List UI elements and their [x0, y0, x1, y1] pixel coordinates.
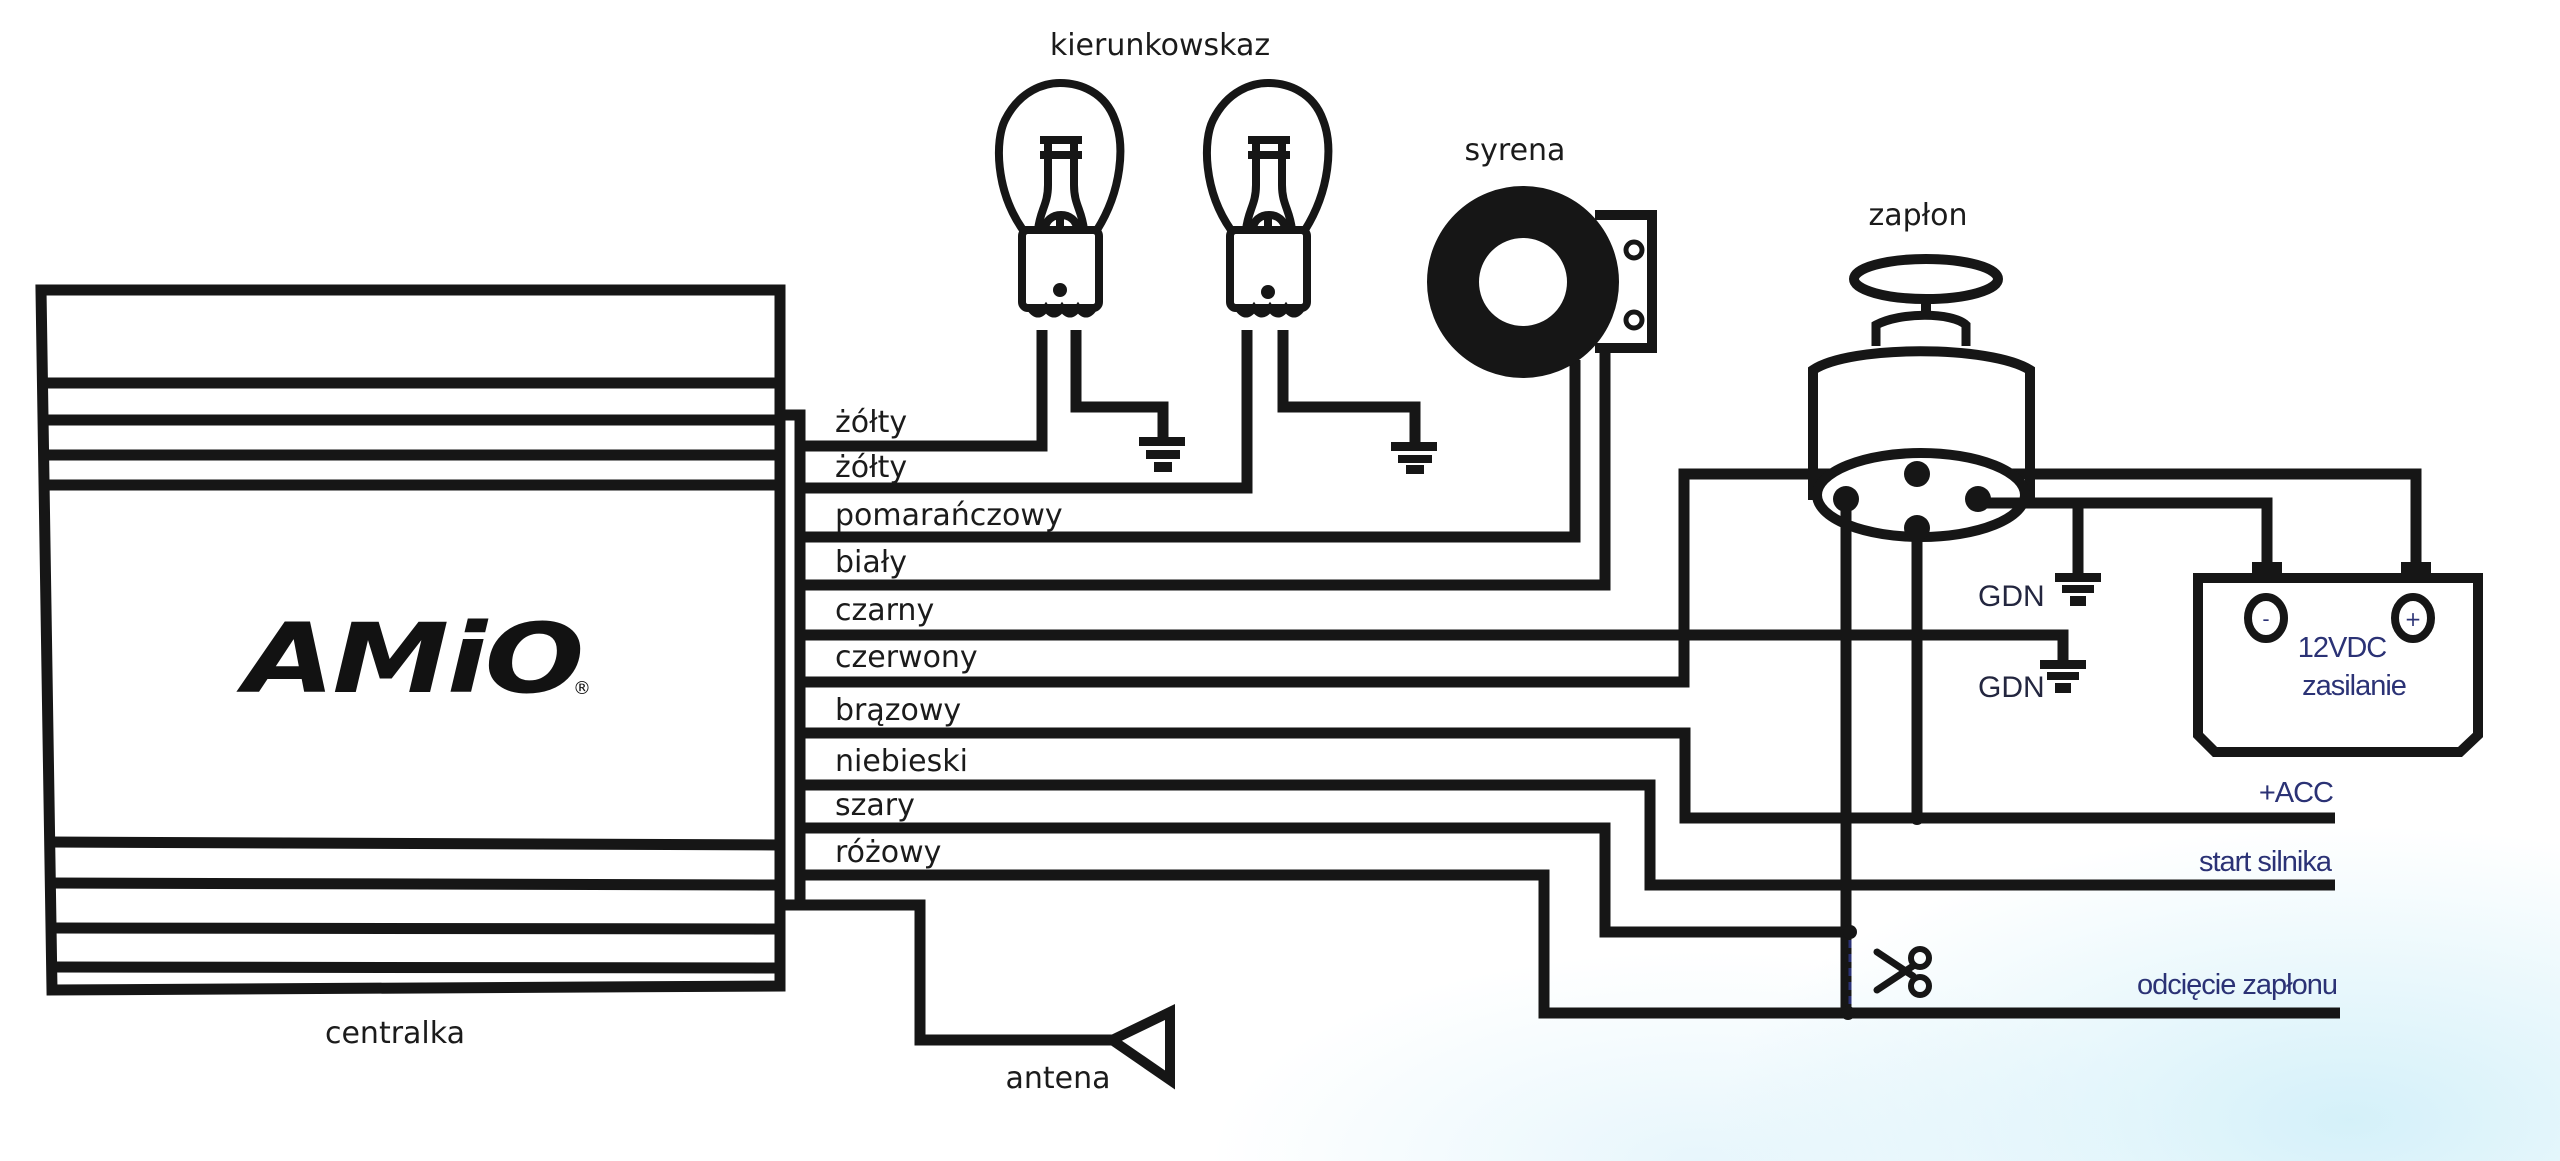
junction-dot	[1910, 811, 1924, 825]
ground-icon	[2040, 660, 2086, 693]
wire-harness	[774, 409, 806, 911]
control-unit: AMiO ® centralka	[35, 284, 786, 1051]
junction-dot	[1843, 925, 1857, 939]
wire-grey[interactable]	[800, 822, 1850, 938]
ground-icon	[2055, 573, 2101, 606]
ground-label: GDN	[1978, 671, 2045, 704]
ignition-terminal	[1833, 486, 1859, 512]
siren-icon	[1427, 186, 1657, 378]
bulb-icon	[995, 78, 1125, 318]
control-unit-stripe	[47, 836, 781, 851]
ignition-terminal	[1904, 461, 1930, 487]
wire-pink[interactable]	[800, 869, 2340, 1019]
bulb-icon	[1203, 78, 1333, 318]
wire-label: szary	[835, 788, 915, 823]
wire-orange[interactable]	[800, 360, 1581, 543]
registered-mark: ®	[573, 678, 591, 699]
ignition-terminal	[1904, 515, 1930, 541]
control-unit-outline	[35, 284, 786, 996]
wire-label: różowy	[835, 835, 941, 870]
ground-label: GDN	[1978, 580, 2045, 613]
battery-icon: - + 12VDC zasilanie	[2193, 562, 2483, 757]
wire-labels: żółty żółty pomarańczowy biały czarny cz…	[835, 405, 1063, 870]
wire-yellow-2[interactable]	[800, 330, 1253, 494]
wire-label: pomarańczowy	[835, 498, 1063, 533]
wire-label: niebieski	[835, 744, 968, 779]
antenna-icon	[1102, 1004, 1175, 1090]
control-unit-label: centralka	[325, 1016, 465, 1051]
output-engine-start-label: start silnika	[2199, 846, 2333, 878]
wire-blue[interactable]	[800, 779, 2335, 891]
ground-icon	[1391, 442, 1437, 474]
output-ignition-cut-label: odcięcie zapłonu	[2137, 969, 2337, 1001]
wire-red[interactable]	[800, 468, 2422, 688]
wire-black[interactable]	[800, 629, 2069, 660]
siren-label: syrena	[1465, 133, 1566, 168]
ground-icon	[1139, 437, 1185, 472]
wire-label: żółty	[835, 405, 907, 440]
bulb-1-ground-wire	[1070, 330, 1169, 440]
wire-label: brązowy	[835, 693, 961, 728]
wire-label: czerwony	[835, 640, 978, 675]
scissors-icon	[1873, 946, 1932, 998]
output-acc-label: +ACC	[2259, 777, 2333, 809]
junction-dot	[1841, 1006, 1855, 1020]
control-unit-stripe	[47, 877, 781, 891]
wire-label: żółty	[835, 450, 907, 485]
harness-bracket	[780, 409, 806, 911]
ignition-label: zapłon	[1868, 198, 1967, 233]
control-unit-stripe	[49, 922, 781, 935]
battery-supply-label: zasilanie	[2302, 670, 2406, 702]
wire-label: biały	[835, 545, 907, 580]
antenna-label: antena	[1005, 1061, 1110, 1096]
turn-signal-label: kierunkowskaz	[1050, 28, 1270, 63]
brand-logo: AMiO	[235, 603, 582, 715]
battery-positive-symbol: +	[2405, 607, 2422, 631]
wire-yellow-1[interactable]	[800, 330, 1048, 452]
wires	[800, 330, 2422, 1046]
wire-antenna[interactable]	[800, 899, 1112, 1046]
wire-label: czarny	[835, 593, 934, 628]
control-unit-stripe	[49, 961, 781, 974]
battery-negative-symbol: -	[2262, 607, 2269, 631]
battery-voltage-label: 12VDC	[2298, 632, 2387, 664]
wire-white[interactable]	[800, 340, 1611, 591]
bulb-2-ground-wire	[1277, 330, 1421, 444]
wire-brown[interactable]	[800, 727, 2335, 824]
